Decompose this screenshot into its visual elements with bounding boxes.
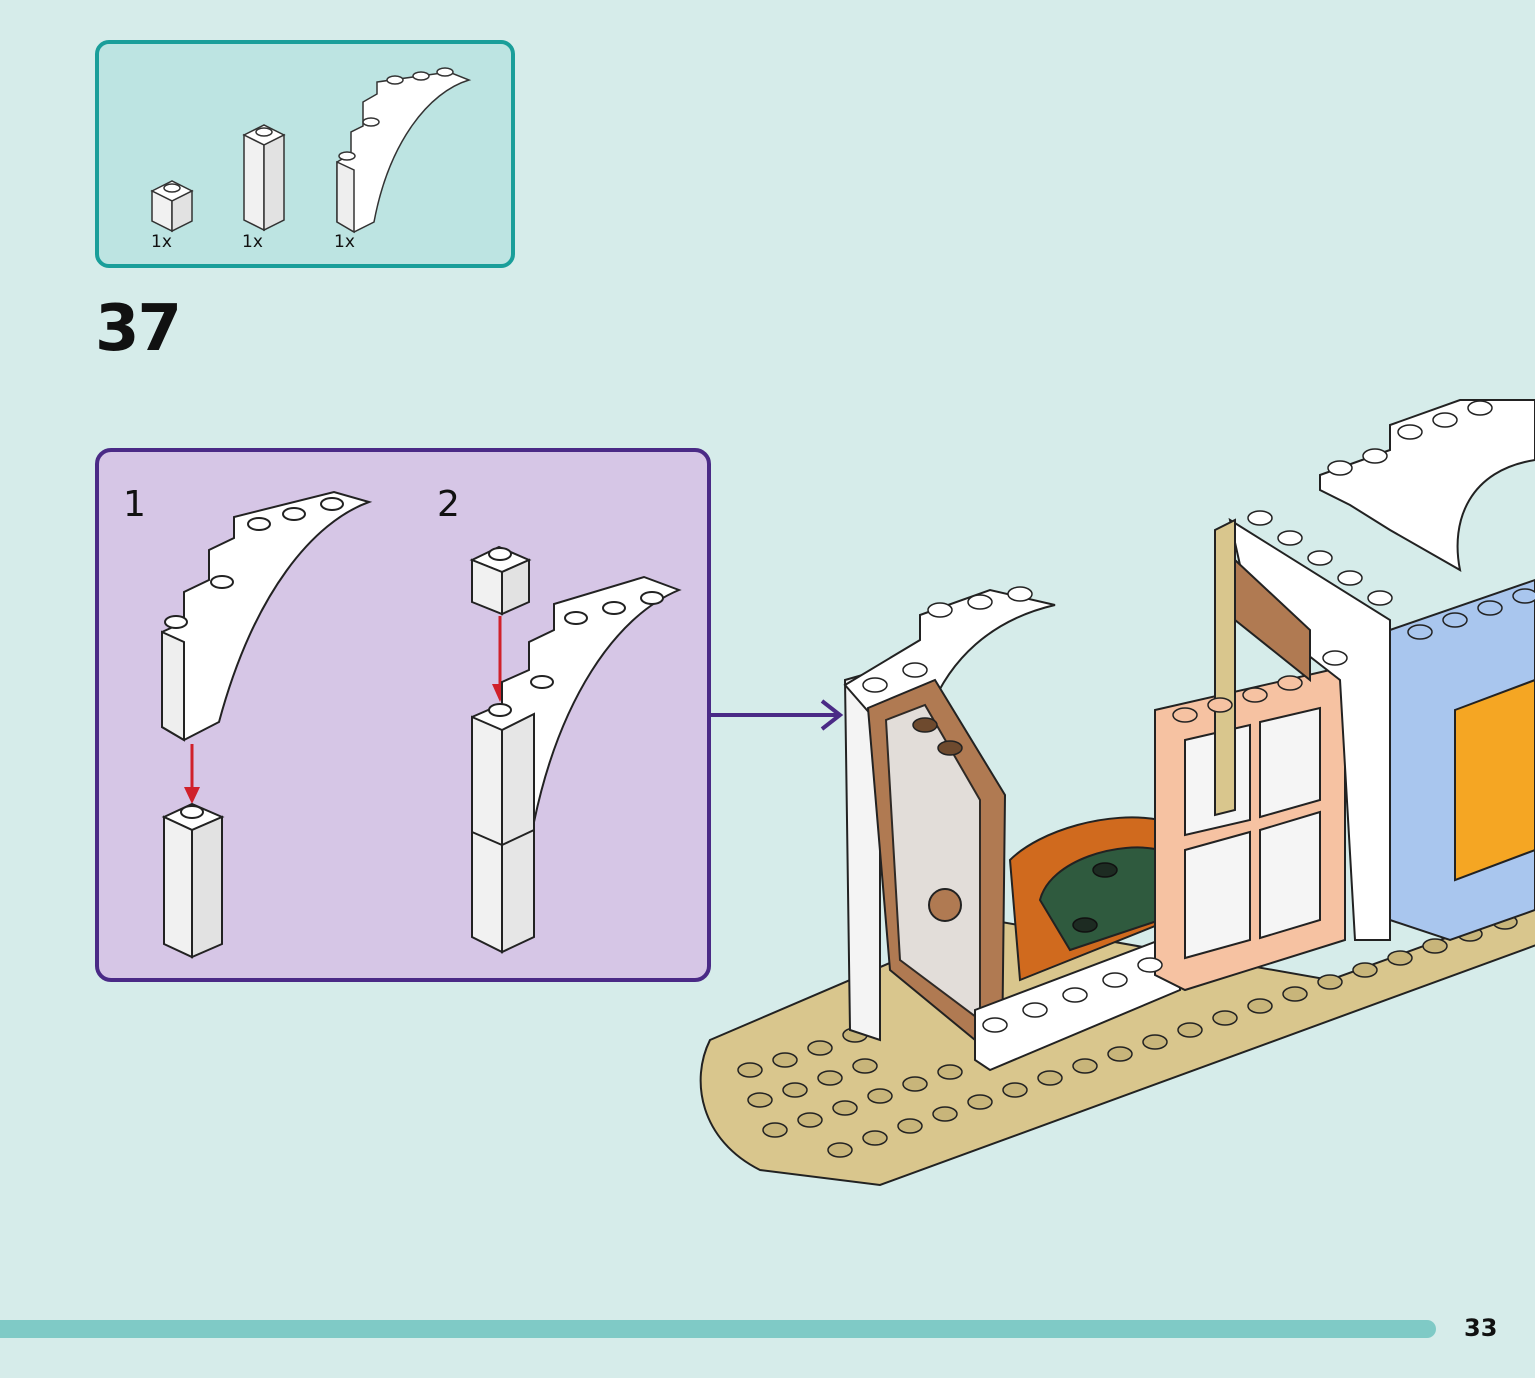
sub-step-number-2: 2	[437, 484, 460, 525]
arch-piece-icon	[336, 67, 472, 234]
model-illustration	[699, 399, 1535, 1187]
part-quantity-1: 1x	[151, 232, 172, 252]
brick-1x1-icon	[150, 180, 194, 233]
sub-step-number-1: 1	[123, 484, 146, 525]
callout-arrow-icon	[710, 699, 844, 731]
sub-step-2-illustration	[469, 545, 682, 954]
step-number: 37	[95, 292, 182, 366]
part-quantity-2: 1x	[242, 232, 263, 252]
page-number: 33	[1464, 1314, 1498, 1342]
parts-list-box: 1x 1x 1x	[95, 40, 515, 268]
brick-1x1x3-icon	[242, 124, 286, 232]
part-quantity-3: 1x	[334, 232, 355, 252]
sub-assembly-box: 1 2	[95, 448, 711, 982]
sub-step-1-illustration	[161, 490, 373, 959]
progress-bar	[0, 1320, 1436, 1338]
